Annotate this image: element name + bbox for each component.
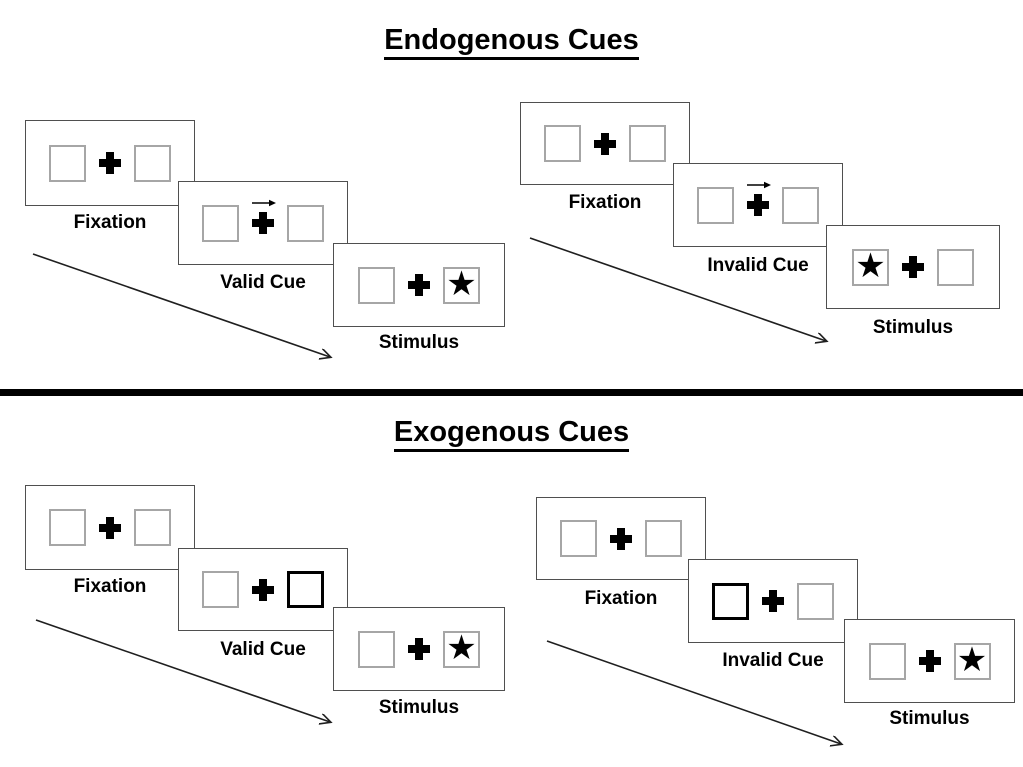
fixation-cross-wrap [747, 181, 771, 216]
star-stimulus-icon: ★ [446, 628, 477, 667]
stimulus-panel: ★ [826, 225, 1000, 309]
right-box [287, 204, 324, 242]
fixation-panel [536, 497, 706, 580]
fixation-cross-icon [762, 590, 784, 612]
fixation-cross-wrap [252, 199, 276, 234]
left-box [358, 266, 395, 304]
timeline-arrow-exogenous-valid [35, 619, 330, 722]
right-arrow-icon [252, 199, 276, 207]
fixation-cross-wrap [408, 638, 430, 660]
stimulus-panel: ★ [844, 619, 1015, 703]
left-box [49, 144, 86, 182]
star-stimulus-icon: ★ [446, 264, 477, 303]
invalid-cue-panel [673, 163, 843, 247]
fixation-cross-wrap [610, 527, 632, 550]
fixation-cross-icon [99, 516, 121, 539]
panel-label: Valid Cue [220, 639, 306, 660]
fixation-cross-wrap [918, 650, 941, 672]
fixation-cross-icon [408, 274, 430, 296]
panel-label: Stimulus [378, 697, 460, 718]
invalid-cue-panel [688, 559, 858, 643]
right-box [645, 520, 682, 557]
fixation-cross-icon [918, 650, 941, 672]
fixation-cross-wrap [594, 132, 616, 155]
star-stimulus-icon: ★ [855, 246, 886, 285]
valid-cue-panel [178, 181, 348, 265]
fixation-cross-wrap [252, 578, 274, 601]
right-box [937, 248, 974, 286]
fixation-cross-icon [594, 132, 616, 155]
stimulus-panel: ★ [333, 243, 505, 327]
panel-label: Invalid Cue [707, 255, 809, 276]
fixation-cross-wrap [902, 256, 924, 278]
fixation-cross-wrap [99, 152, 121, 174]
endogenous-section-title: Endogenous Cues [0, 24, 1023, 60]
panel-label: Valid Cue [220, 272, 306, 293]
fixation-cross-wrap [99, 516, 121, 539]
left-box [202, 204, 239, 242]
fixation-panel [520, 102, 690, 185]
panel-label: Stimulus [889, 708, 970, 729]
left-box [202, 571, 239, 608]
left-box [697, 186, 734, 224]
left-box [49, 509, 86, 546]
left-box [544, 125, 581, 162]
right-box [782, 186, 819, 224]
fixation-cross-icon [610, 527, 632, 550]
panel-label: Fixation [73, 576, 147, 597]
right-box [629, 125, 666, 162]
fixation-panel [25, 485, 195, 570]
left-box [560, 520, 597, 557]
left-box [868, 642, 906, 680]
fixation-cross-icon [408, 638, 430, 660]
star-stimulus-icon: ★ [956, 640, 988, 679]
section-divider [0, 389, 1023, 396]
left-box [358, 630, 395, 668]
fixation-cross-icon [747, 194, 769, 216]
right-box [797, 582, 834, 620]
exogenous-section-title: Exogenous Cues [0, 416, 1023, 452]
left-box-with-star: ★ [852, 246, 889, 286]
right-box [134, 509, 171, 546]
right-box-highlighted-cue [287, 571, 324, 608]
right-arrow-icon [747, 181, 771, 189]
fixation-cross-wrap [408, 274, 430, 296]
fixation-cross-icon [902, 256, 924, 278]
right-box-with-star: ★ [443, 628, 480, 668]
timeline-arrow-endogenous-invalid [529, 237, 826, 341]
left-box-highlighted-cue [712, 582, 749, 620]
panel-label: Fixation [568, 192, 642, 213]
panel-label: Fixation [73, 212, 147, 233]
panel-label: Fixation [584, 588, 658, 609]
fixation-cross-icon [252, 578, 274, 601]
right-box-with-star: ★ [953, 640, 991, 680]
right-box-with-star: ★ [443, 264, 480, 304]
panel-label: Invalid Cue [722, 650, 824, 671]
endogenous-title-text: Endogenous Cues [384, 24, 639, 60]
fixation-panel [25, 120, 195, 206]
fixation-cross-wrap [762, 590, 784, 612]
right-box [134, 144, 171, 182]
valid-cue-panel [178, 548, 348, 631]
fixation-cross-icon [252, 212, 274, 234]
timeline-arrow-endogenous-valid [32, 253, 330, 357]
stimulus-panel: ★ [333, 607, 505, 691]
panel-label: Stimulus [378, 332, 460, 353]
panel-label: Stimulus [872, 317, 954, 338]
exogenous-title-text: Exogenous Cues [393, 416, 630, 452]
fixation-cross-icon [99, 152, 121, 174]
